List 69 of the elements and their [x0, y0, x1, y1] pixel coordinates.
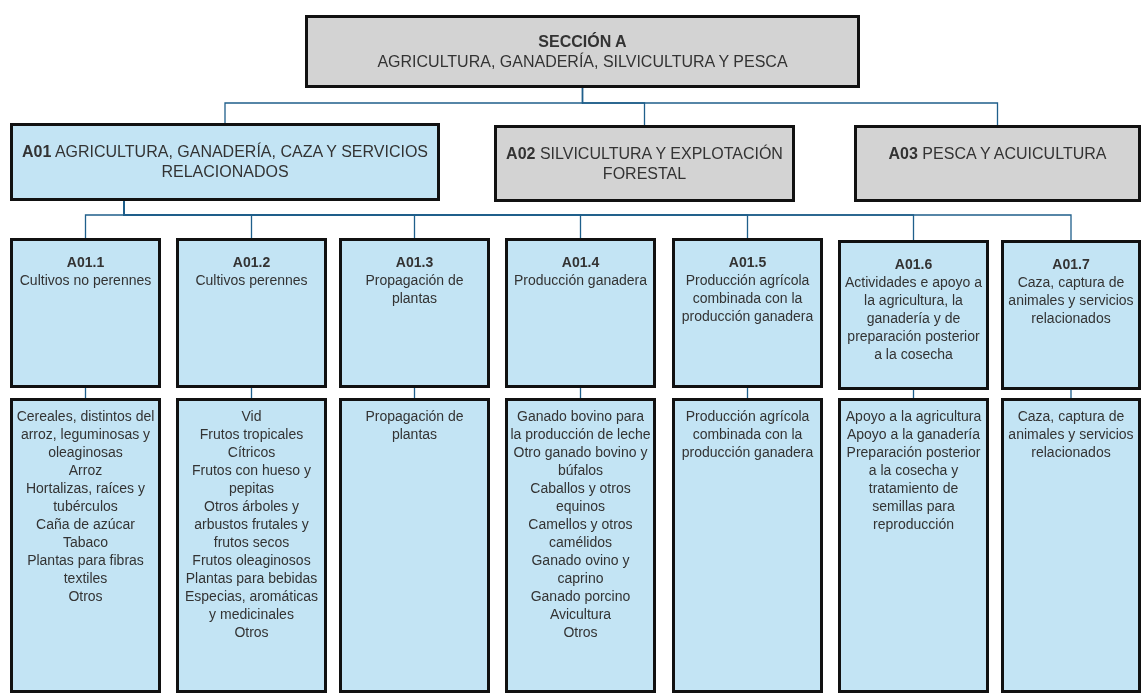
category-title: Actividades e apoyo a la agricultura, la ganadería y de preparación posterior a la cosecha: [844, 273, 983, 363]
list-item: Cítricos: [226, 443, 277, 461]
list-item: Apoyo a la ganadería: [845, 425, 982, 443]
list-item: Otros: [562, 623, 599, 641]
category-box: [854, 125, 1141, 202]
list-item: Cereales, distintos del arroz, leguminosas y oleaginosas: [15, 407, 156, 461]
category-title: Caza, captura de animales y servicios relacionados: [1007, 273, 1135, 327]
list-item: Otros árboles y arbustos frutales y frutos secos: [193, 497, 310, 551]
category-title: Producción ganadera: [512, 271, 649, 289]
list-item: Otro ganado bovino y búfalos: [512, 443, 649, 479]
list-item: Caña de azúcar: [35, 515, 136, 533]
list-item: Otros: [67, 587, 104, 605]
category-title: Propagación de plantas: [364, 271, 465, 307]
category-box: [10, 123, 440, 201]
category-title: AGRICULTURA, GANADERÍA, SILVICULTURA Y PESCA: [376, 52, 789, 72]
list-item: Tabaco: [61, 533, 110, 551]
category-title: Producción agrícola combinada con la producción ganadera: [680, 271, 815, 325]
list-item: Caza, captura de animales y servicios relacionados: [1007, 407, 1135, 461]
list-item: Producción agrícola combinada con la producción ganadera: [680, 407, 815, 461]
list-item: Especias, aromáticas y medicinales: [183, 587, 320, 623]
list-item: Ganado porcino: [529, 587, 632, 605]
category-box: [672, 238, 823, 388]
list-item: Plantas para bebidas: [184, 569, 319, 587]
code-heading: A01.3: [394, 253, 435, 271]
category-title: A03 PESCA Y ACUICULTURA: [887, 144, 1108, 164]
activity-list-box: [505, 398, 656, 693]
category-box: [505, 238, 656, 388]
activity-list-box: [339, 398, 490, 693]
list-item: Camellos y otros camélidos: [527, 515, 634, 551]
list-item: Frutos con hueso y pepitas: [190, 461, 313, 497]
list-item: Arroz: [67, 461, 104, 479]
activity-list-box: [10, 398, 161, 693]
code-heading: A01.7: [1051, 255, 1091, 273]
code-heading: SECCIÓN A: [537, 32, 628, 52]
code-heading: A01.1: [65, 253, 106, 271]
list-item: Hortalizas, raíces y tubérculos: [24, 479, 146, 515]
activity-list-box: [1001, 398, 1141, 693]
list-item: Ganado ovino y caprino: [530, 551, 631, 587]
category-title: Cultivos perennes: [194, 271, 309, 289]
list-item: Propagación de plantas: [364, 407, 465, 443]
list-item: Otros: [233, 623, 270, 641]
activity-list-box: [672, 398, 823, 693]
code-heading: A01.4: [560, 253, 601, 271]
category-box: [494, 125, 795, 202]
list-item: Frutos tropicales: [198, 425, 305, 443]
code-heading: A01.6: [893, 255, 934, 273]
connector-line: [581, 87, 999, 126]
list-item: Avicultura: [548, 605, 613, 623]
list-item: Vid: [240, 407, 263, 425]
category-box: [838, 240, 989, 390]
list-item: Caballos y otros equinos: [529, 479, 632, 515]
list-item: Plantas para fibras textiles: [26, 551, 145, 587]
code-heading: A01.5: [727, 253, 768, 271]
category-box: [305, 15, 860, 88]
category-box: [1001, 240, 1141, 390]
category-box: [10, 238, 161, 388]
category-title: A01 AGRICULTURA, GANADERÍA, CAZA Y SERVICIOS RELACIONADOS: [20, 142, 430, 182]
category-box: [339, 238, 490, 388]
code-heading: A01.2: [231, 253, 272, 271]
list-item: Apoyo a la agricultura: [844, 407, 983, 425]
category-box: [176, 238, 327, 388]
activity-list-box: [838, 398, 989, 693]
list-item: Preparación posterior a la cosecha y tratamiento de semillas para reproducción: [845, 443, 982, 533]
category-title: Cultivos no perennes: [18, 271, 153, 289]
list-item: Ganado bovino para la producción de leche: [510, 407, 651, 443]
activity-list-box: [176, 398, 327, 693]
list-item: Frutos oleaginosos: [191, 551, 312, 569]
category-title: A02 SILVICULTURA Y EXPLOTACIÓN FORESTAL: [505, 144, 784, 184]
connector-line: [1070, 389, 1072, 399]
